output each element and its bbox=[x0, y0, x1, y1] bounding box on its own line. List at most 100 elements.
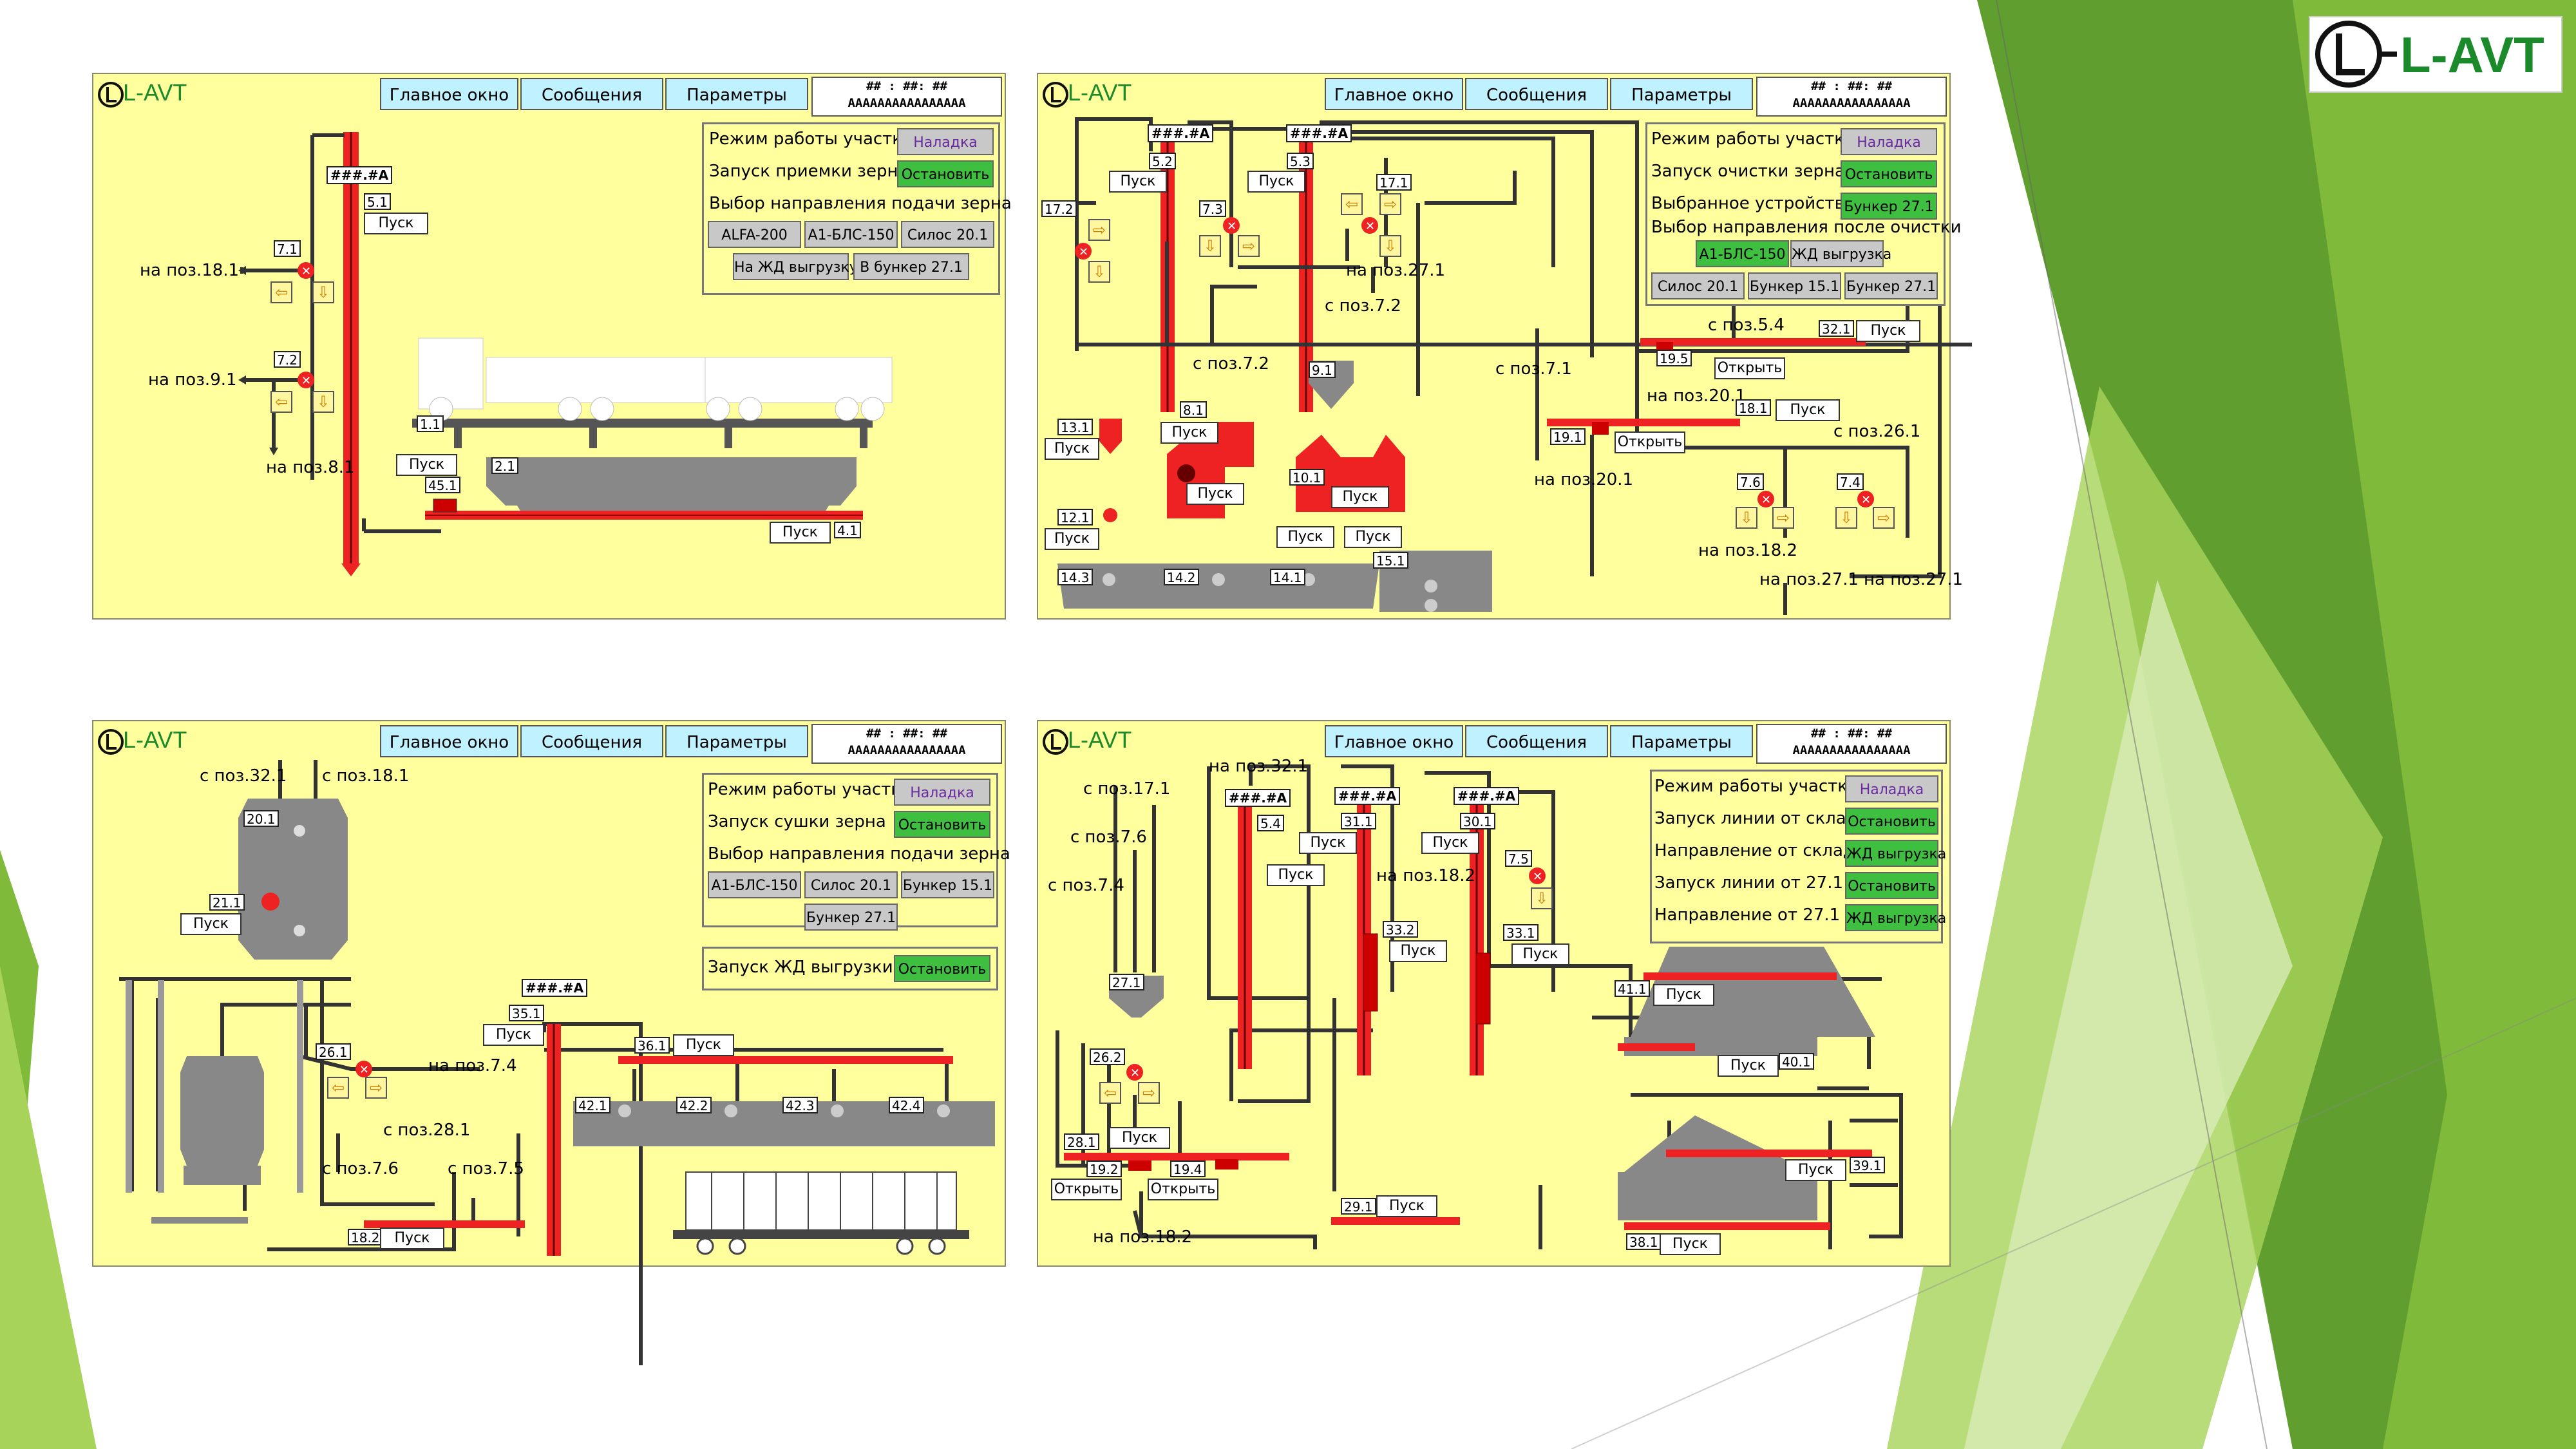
dir-button-a1bls[interactable]: А1-БЛС-150 bbox=[708, 871, 801, 898]
nav-parameters[interactable]: Параметры bbox=[665, 78, 808, 110]
valve-right-button[interactable]: ⇨ bbox=[1238, 235, 1260, 257]
start-button[interactable]: Пуск bbox=[1247, 171, 1305, 193]
start-button[interactable]: Пуск bbox=[1421, 832, 1479, 854]
start-button[interactable]: Пуск bbox=[1267, 864, 1325, 886]
start-button[interactable]: Пуск bbox=[180, 913, 242, 935]
start-button[interactable]: Пуск bbox=[770, 522, 831, 544]
start-button[interactable]: Пуск bbox=[1160, 422, 1218, 444]
valve-left-button[interactable]: ⇦ bbox=[1099, 1082, 1121, 1104]
start-button[interactable]: Пуск bbox=[380, 1227, 444, 1249]
start-button[interactable]: Пуск bbox=[1109, 1127, 1170, 1149]
mode-button[interactable]: Наладка bbox=[894, 779, 990, 806]
valve-right-button[interactable]: ⇨ bbox=[1088, 219, 1110, 241]
mode-button[interactable]: Наладка bbox=[897, 128, 994, 155]
start-button[interactable]: Пуск bbox=[1109, 171, 1167, 193]
tag: 5.2 bbox=[1149, 153, 1176, 169]
start-button[interactable]: Пуск bbox=[1344, 526, 1402, 548]
valve-down-button[interactable]: ⇩ bbox=[312, 391, 334, 413]
line-direction-button[interactable]: ЖД выгрузка bbox=[1845, 840, 1946, 867]
line27-stop-button[interactable]: Остановить bbox=[1845, 872, 1938, 899]
start-button[interactable]: Пуск bbox=[1299, 832, 1357, 854]
valve-right-button[interactable]: ⇨ bbox=[1873, 507, 1895, 529]
nav-main-window[interactable]: Главное окно bbox=[380, 725, 518, 757]
start-button[interactable]: Пуск bbox=[1276, 526, 1334, 548]
rail-stop-button[interactable]: Остановить bbox=[894, 955, 990, 982]
nav-messages[interactable]: Сообщения bbox=[520, 725, 663, 757]
dir27-button[interactable]: ЖД выгрузка bbox=[1845, 904, 1946, 931]
nav-main-window[interactable]: Главное окно bbox=[1325, 78, 1463, 110]
open-button[interactable]: Открыть bbox=[1615, 431, 1685, 453]
start-button[interactable]: Пуск bbox=[1045, 528, 1099, 550]
nav-messages[interactable]: Сообщения bbox=[1465, 78, 1608, 110]
open-button[interactable]: Открыть bbox=[1148, 1179, 1218, 1200]
start-button[interactable]: Пуск bbox=[364, 213, 428, 234]
valve-down-button[interactable]: ⇩ bbox=[1736, 507, 1757, 529]
start-button[interactable]: Пуск bbox=[673, 1034, 734, 1056]
stop-button[interactable]: Остановить bbox=[1841, 160, 1937, 187]
nav-messages[interactable]: Сообщения bbox=[520, 78, 663, 110]
valve-down-button[interactable]: ⇩ bbox=[1531, 887, 1553, 909]
start-button[interactable]: Пуск bbox=[1718, 1055, 1779, 1077]
open-button[interactable]: Открыть bbox=[1714, 357, 1785, 379]
dir-button-silo[interactable]: Силос 20.1 bbox=[1651, 272, 1745, 299]
valve-right-button[interactable]: ⇨ bbox=[365, 1077, 387, 1099]
valve-right-button[interactable]: ⇨ bbox=[1138, 1082, 1160, 1104]
nav-parameters[interactable]: Параметры bbox=[1610, 725, 1753, 757]
dir-button-bunker27[interactable]: Бункер 27.1 bbox=[1844, 272, 1938, 299]
start-button[interactable]: Пуск bbox=[1045, 438, 1099, 460]
tag: 7.1 bbox=[274, 240, 301, 257]
dir-button-silo[interactable]: Силос 20.1 bbox=[901, 221, 994, 248]
start-button[interactable]: Пуск bbox=[1389, 940, 1447, 962]
clock: ## : ##: ##AAAAAAAAAAAAAAAA bbox=[1756, 724, 1947, 764]
start-button[interactable]: Пуск bbox=[1660, 1233, 1721, 1255]
start-button[interactable]: Пуск bbox=[396, 454, 457, 476]
dir-button-rail[interactable]: ЖД выгрузка bbox=[1790, 240, 1891, 267]
dir-button-silo[interactable]: Силос 20.1 bbox=[804, 871, 898, 898]
current-readout: ###.#A bbox=[1454, 787, 1520, 805]
dest-label: с поз.18.1 bbox=[322, 766, 410, 786]
stop-button[interactable]: Остановить bbox=[897, 160, 994, 187]
valve-left-button[interactable]: ⇦ bbox=[270, 391, 292, 413]
start-button[interactable]: Пуск bbox=[1186, 483, 1244, 505]
valve-down-button[interactable]: ⇩ bbox=[312, 281, 334, 303]
start-button[interactable]: Пуск bbox=[1856, 320, 1920, 342]
stop-button[interactable]: Остановить bbox=[894, 811, 990, 838]
line-stop-button[interactable]: Остановить bbox=[1845, 808, 1938, 835]
valve-left-button[interactable]: ⇦ bbox=[327, 1077, 349, 1099]
valve-down-button[interactable]: ⇩ bbox=[1379, 235, 1401, 257]
open-button[interactable]: Открыть bbox=[1051, 1179, 1122, 1200]
start-button[interactable]: Пуск bbox=[1653, 984, 1714, 1006]
nav-parameters[interactable]: Параметры bbox=[665, 725, 808, 757]
dir-button-rail[interactable]: На ЖД выгрузку bbox=[733, 253, 858, 280]
mode-button[interactable]: Наладка bbox=[1845, 775, 1938, 802]
dir-button-bunker15[interactable]: Бункер 15.1 bbox=[901, 871, 994, 898]
valve-left-button[interactable]: ⇦ bbox=[1341, 193, 1363, 215]
valve-down-button[interactable]: ⇩ bbox=[1088, 261, 1110, 283]
nav-parameters[interactable]: Параметры bbox=[1610, 78, 1753, 110]
device-button[interactable]: Бункер 27.1 bbox=[1841, 193, 1937, 220]
start-button[interactable]: Пуск bbox=[1376, 1195, 1437, 1217]
start-button[interactable]: Пуск bbox=[1776, 399, 1840, 421]
mode-button[interactable]: Наладка bbox=[1841, 128, 1937, 155]
nav-main-window[interactable]: Главное окно bbox=[380, 78, 518, 110]
dir-button-a1bls[interactable]: А1-БЛС-150 bbox=[1696, 240, 1789, 267]
start-button[interactable]: Пуск bbox=[1511, 943, 1569, 965]
dir-button-bunker[interactable]: В бункер 27.1 bbox=[853, 253, 969, 280]
nav-messages[interactable]: Сообщения bbox=[1465, 725, 1608, 757]
valve-down-button[interactable]: ⇩ bbox=[1199, 235, 1221, 257]
tag: 36.1 bbox=[634, 1037, 670, 1054]
dir-button-alfa[interactable]: ALFA-200 bbox=[708, 221, 801, 248]
start-button[interactable]: Пуск bbox=[483, 1024, 544, 1046]
tag: 19.4 bbox=[1170, 1160, 1206, 1177]
start-button[interactable]: Пуск bbox=[1785, 1159, 1846, 1181]
valve-right-button[interactable]: ⇨ bbox=[1772, 507, 1794, 529]
dir-button-a1bls[interactable]: А1-БЛС-150 bbox=[804, 221, 898, 248]
valve-down-button[interactable]: ⇩ bbox=[1835, 507, 1857, 529]
start-button[interactable]: Пуск bbox=[1331, 486, 1389, 508]
valve-right-button[interactable]: ⇨ bbox=[1379, 193, 1401, 215]
valve-left-button[interactable]: ⇦ bbox=[270, 281, 292, 303]
svg-text:✕: ✕ bbox=[1861, 493, 1871, 507]
dir-button-bunker15[interactable]: Бункер 15.1 bbox=[1748, 272, 1841, 299]
nav-main-window[interactable]: Главное окно bbox=[1325, 725, 1463, 757]
dir-button-bunker27[interactable]: Бункер 27.1 bbox=[804, 904, 898, 931]
